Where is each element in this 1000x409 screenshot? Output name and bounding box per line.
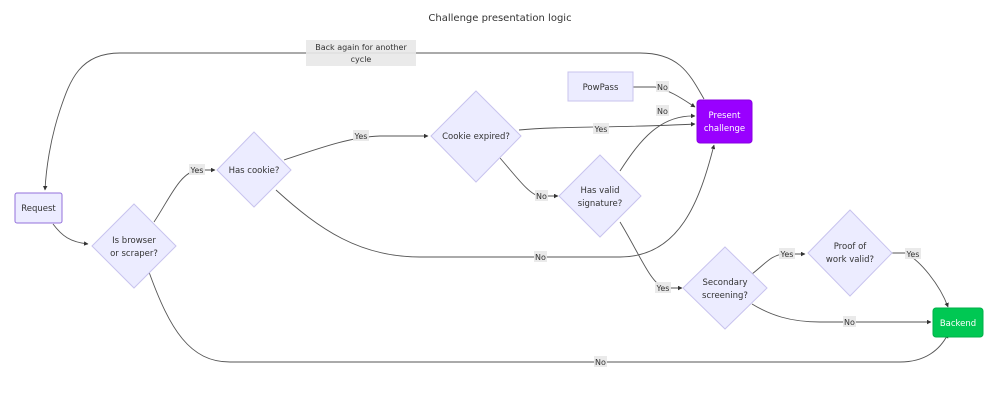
node-has-cookie[interactable]: Has cookie? bbox=[216, 131, 292, 208]
svg-text:Yes: Yes bbox=[354, 132, 368, 141]
edge-label-yes: Yes bbox=[905, 248, 921, 259]
edge-label-no: No bbox=[535, 190, 548, 201]
svg-text:screening?: screening? bbox=[702, 291, 748, 301]
svg-text:cycle: cycle bbox=[351, 55, 372, 64]
svg-text:Has valid: Has valid bbox=[580, 186, 619, 196]
node-browser-or-scraper[interactable]: Is browser or scraper? bbox=[91, 203, 177, 289]
node-powpass[interactable]: PowPass bbox=[567, 71, 634, 102]
node-present-challenge[interactable]: Present challenge bbox=[696, 99, 753, 144]
node-proof-of-work-valid[interactable]: Proof of work valid? bbox=[807, 209, 893, 297]
edge-powpass-to-present-challenge bbox=[633, 86, 696, 108]
node-request[interactable]: Request bbox=[14, 192, 63, 224]
edge-has-cookie-to-cookie-expired bbox=[283, 133, 429, 161]
svg-text:Yes: Yes bbox=[906, 250, 920, 259]
edge-label-no: No bbox=[656, 105, 669, 116]
nodes: Request Is browser or scraper? Has cooki… bbox=[14, 71, 984, 338]
edge-label-yes: Yes bbox=[779, 248, 795, 259]
edge-labels: Back again for another cycle Yes Yes Yes… bbox=[189, 40, 921, 367]
svg-text:signature?: signature? bbox=[578, 199, 623, 209]
edge-label-yes: Yes bbox=[655, 282, 671, 293]
svg-text:Secondary: Secondary bbox=[702, 278, 747, 288]
edge-label-yes: Yes bbox=[189, 164, 205, 175]
svg-text:Back again for another: Back again for another bbox=[315, 43, 407, 52]
edge-secondary-to-backend bbox=[751, 303, 932, 325]
svg-text:No: No bbox=[657, 83, 668, 92]
svg-text:No: No bbox=[657, 107, 668, 116]
svg-text:Has cookie?: Has cookie? bbox=[229, 166, 280, 176]
edge-request-to-browser-check bbox=[52, 223, 89, 246]
edge-browser-to-has-cookie bbox=[153, 167, 216, 223]
edge-cookie-expired-to-valid-signature bbox=[499, 157, 559, 199]
edge-label-yes: Yes bbox=[593, 123, 609, 134]
svg-text:No: No bbox=[535, 253, 546, 262]
node-secondary-screening[interactable]: Secondary screening? bbox=[682, 246, 768, 330]
svg-text:Request: Request bbox=[21, 204, 56, 214]
node-cookie-expired[interactable]: Cookie expired? bbox=[430, 90, 522, 183]
svg-text:Yes: Yes bbox=[656, 284, 670, 293]
svg-text:No: No bbox=[844, 318, 855, 327]
svg-text:No: No bbox=[536, 192, 547, 201]
svg-text:Backend: Backend bbox=[940, 319, 976, 329]
edge-browser-to-backend bbox=[148, 271, 949, 363]
svg-text:or scraper?: or scraper? bbox=[110, 249, 158, 259]
node-has-valid-signature[interactable]: Has valid signature? bbox=[558, 154, 642, 238]
edge-label-no: No bbox=[656, 81, 669, 92]
edge-valid-signature-to-present-challenge bbox=[619, 113, 696, 172]
edge-secondary-to-proof-of-work bbox=[751, 251, 806, 275]
svg-text:Yes: Yes bbox=[190, 166, 204, 175]
svg-text:Cookie expired?: Cookie expired? bbox=[442, 132, 510, 142]
svg-text:Is browser: Is browser bbox=[112, 236, 156, 246]
edge-label-back-again: Back again for another cycle bbox=[306, 40, 416, 66]
edge-present-challenge-to-request bbox=[42, 52, 705, 191]
edge-label-no: No bbox=[594, 356, 607, 367]
svg-text:Yes: Yes bbox=[780, 250, 794, 259]
edge-valid-signature-to-secondary-screening bbox=[619, 221, 683, 291]
node-backend[interactable]: Backend bbox=[932, 307, 984, 338]
svg-text:Present: Present bbox=[709, 111, 742, 121]
svg-text:Yes: Yes bbox=[594, 125, 608, 134]
edge-label-no: No bbox=[843, 316, 856, 327]
edges bbox=[42, 52, 949, 363]
svg-text:PowPass: PowPass bbox=[583, 83, 619, 93]
svg-text:challenge: challenge bbox=[704, 124, 745, 134]
edge-label-yes: Yes bbox=[353, 130, 369, 141]
svg-text:work valid?: work valid? bbox=[826, 255, 874, 265]
diagram-title: Challenge presentation logic bbox=[428, 13, 571, 24]
edge-label-no: No bbox=[534, 251, 547, 262]
svg-text:Proof of: Proof of bbox=[834, 242, 868, 252]
svg-text:No: No bbox=[595, 358, 606, 367]
edge-proof-of-work-to-backend bbox=[892, 252, 949, 308]
edge-has-cookie-to-present-challenge bbox=[275, 144, 716, 258]
